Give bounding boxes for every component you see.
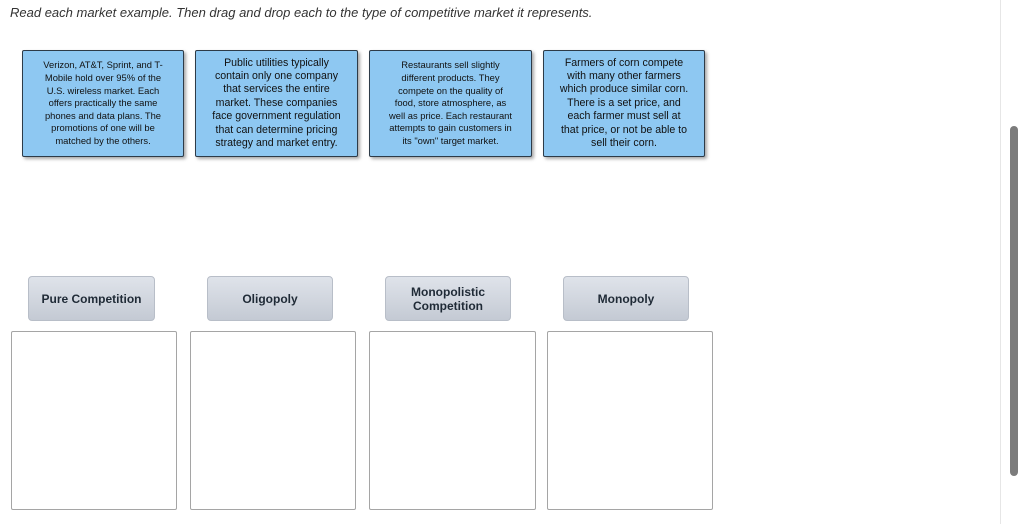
drop-zone-pure-competition[interactable]	[11, 331, 177, 510]
card-text: Farmers of corn compete with many other …	[559, 56, 689, 150]
market-example-card-restaurants[interactable]: Restaurants sell slightly different prod…	[369, 50, 532, 157]
instructions-text: Read each market example. Then drag and …	[10, 5, 593, 20]
category-label-monopolistic-competition: Monopolistic Competition	[385, 276, 511, 321]
drop-zone-monopoly[interactable]	[547, 331, 713, 510]
market-example-card-farmers[interactable]: Farmers of corn compete with many other …	[543, 50, 705, 157]
market-example-card-utilities[interactable]: Public utilities typically contain only …	[195, 50, 358, 157]
card-text: Public utilities typically contain only …	[212, 56, 341, 150]
category-label-pure-competition: Pure Competition	[28, 276, 155, 321]
vertical-scrollbar[interactable]	[1000, 0, 1024, 524]
market-example-card-wireless[interactable]: Verizon, AT&T, Sprint, and T- Mobile hol…	[22, 50, 184, 157]
card-text: Restaurants sell slightly different prod…	[389, 59, 512, 146]
card-text: Verizon, AT&T, Sprint, and T- Mobile hol…	[43, 59, 163, 146]
category-label-oligopoly: Oligopoly	[207, 276, 333, 321]
scrollbar-thumb[interactable]	[1010, 126, 1018, 476]
drop-zone-monopolistic-competition[interactable]	[369, 331, 536, 510]
drop-zone-oligopoly[interactable]	[190, 331, 356, 510]
category-label-monopoly: Monopoly	[563, 276, 689, 321]
